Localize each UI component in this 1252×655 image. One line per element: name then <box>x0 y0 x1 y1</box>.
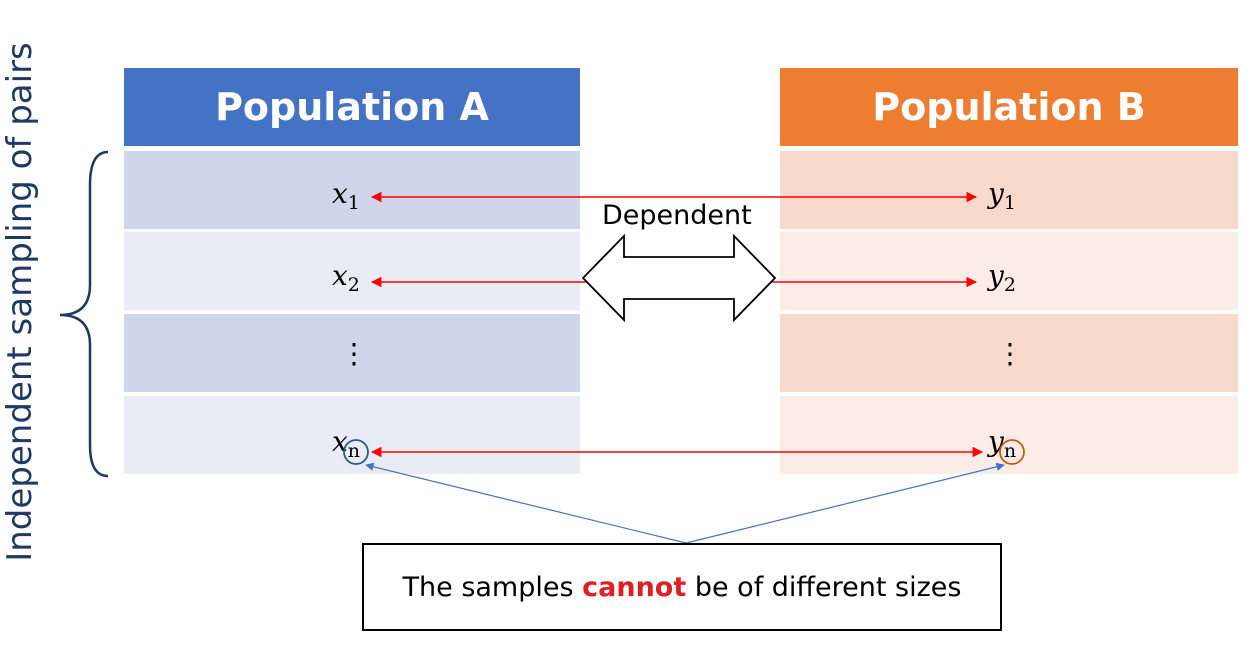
y1-label: y1 <box>988 180 1016 213</box>
note-text-before: The samples <box>402 571 583 603</box>
pointer-arrow-a <box>365 462 687 544</box>
dependent-label: Dependent <box>602 200 752 231</box>
y1-sub: 1 <box>1003 192 1016 214</box>
population-b-row-3 <box>780 314 1238 392</box>
x2-sub: 2 <box>347 274 360 296</box>
yn-highlight-circle <box>999 439 1025 465</box>
x1-label: x1 <box>332 180 360 213</box>
population-a-row-1 <box>124 151 580 229</box>
population-b-ellipsis: ⋮ <box>996 337 1024 370</box>
population-b-title: Population B <box>872 85 1146 129</box>
population-b-row-4 <box>780 396 1238 474</box>
pointer-arrow-b <box>685 462 1005 544</box>
note-text-after: be of different sizes <box>686 571 962 603</box>
y2-label: y2 <box>988 262 1016 295</box>
population-a-row-3 <box>124 314 580 392</box>
note-box: The samples cannot be of different sizes <box>362 543 1002 631</box>
population-a-row-2 <box>124 232 580 310</box>
note-emphasis: cannot <box>582 571 687 603</box>
x2-var: x <box>332 259 348 292</box>
xn-highlight-circle <box>343 439 369 465</box>
population-b-row-1 <box>780 151 1238 229</box>
population-a-header: Population A <box>124 68 580 146</box>
yn-sub: n <box>1003 440 1017 462</box>
dependent-double-arrow-icon <box>581 233 777 323</box>
x1-var: x <box>332 177 348 210</box>
population-b-header: Population B <box>780 68 1238 146</box>
xn-sub: n <box>347 440 361 462</box>
population-a-ellipsis: ⋮ <box>340 337 368 370</box>
x1-sub: 1 <box>347 192 360 214</box>
y1-var: y <box>988 177 1004 210</box>
population-a-row-4 <box>124 396 580 474</box>
brace-icon <box>59 150 109 478</box>
population-a-title: Population A <box>215 85 489 129</box>
y2-var: y <box>988 259 1004 292</box>
y2-sub: 2 <box>1003 274 1016 296</box>
x2-label: x2 <box>332 262 360 295</box>
population-b-row-2 <box>780 232 1238 310</box>
